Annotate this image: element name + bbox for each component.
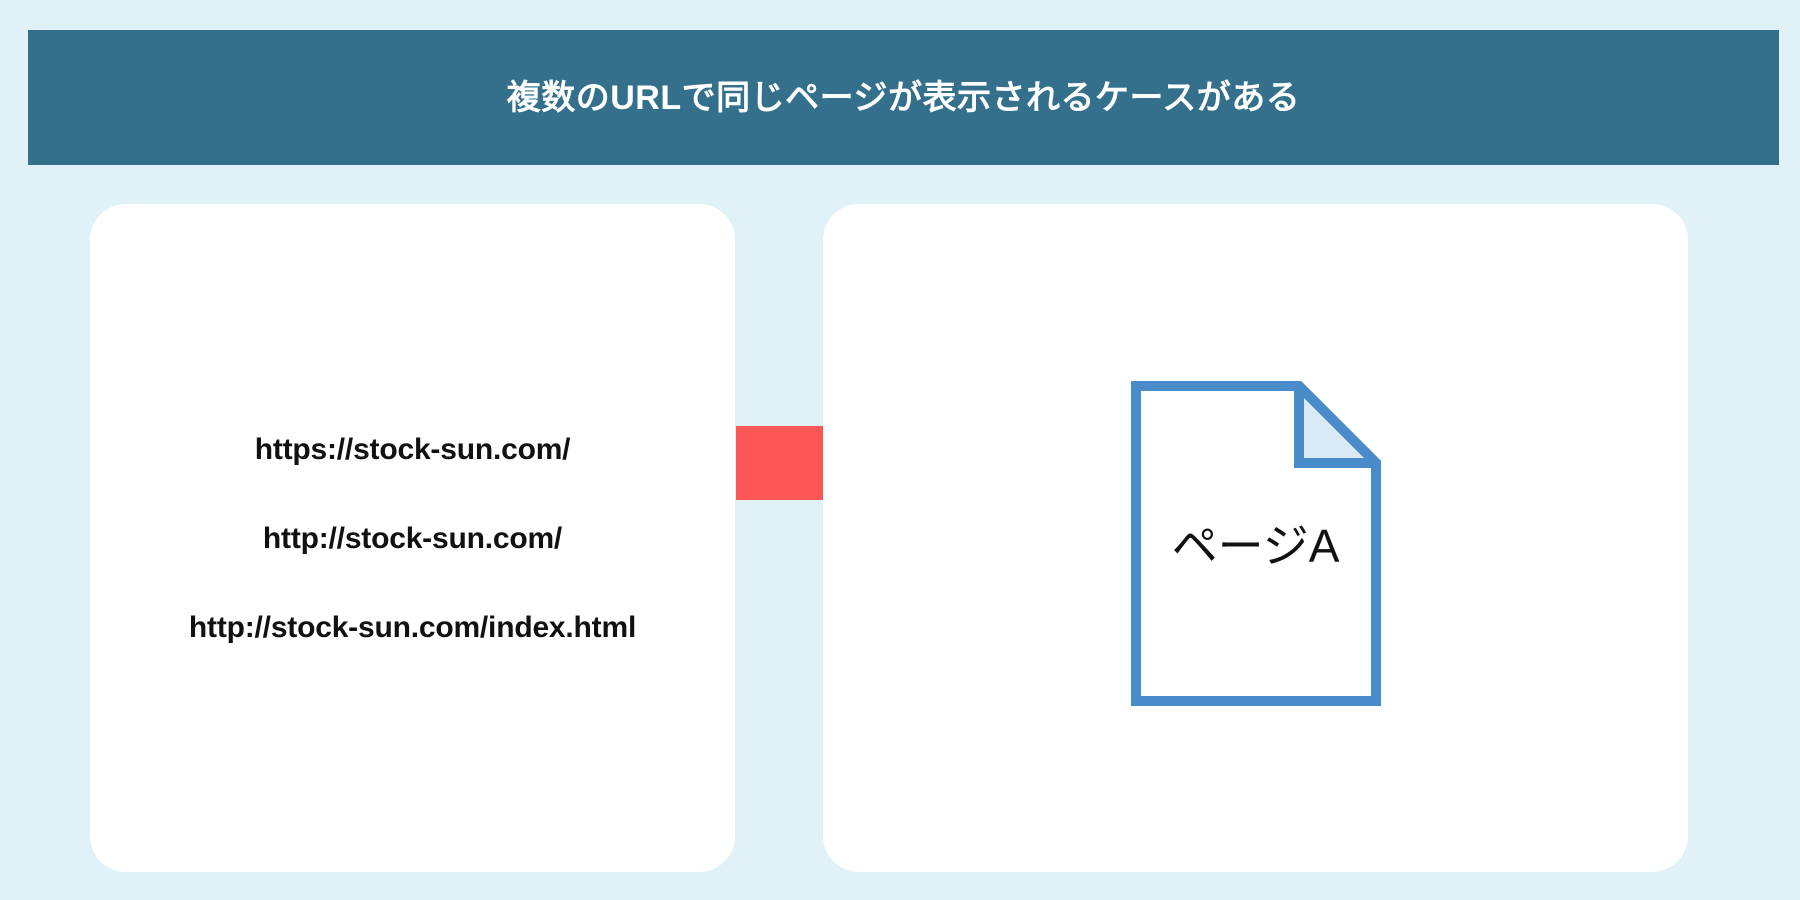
url-item-2: http://stock-sun.com/ xyxy=(262,521,563,555)
url-item-1: https://stock-sun.com/ xyxy=(254,432,571,466)
page-document-card: ページA xyxy=(823,204,1688,872)
url-item-3: http://stock-sun.com/index.html xyxy=(188,610,637,644)
url-list-card: https://stock-sun.com/ http://stock-sun.… xyxy=(90,204,735,872)
header-banner: 複数のURLで同じページが表示されるケースがある xyxy=(28,30,1779,165)
page-title: 複数のURLで同じページが表示されるケースがある xyxy=(506,78,1301,117)
page-document-wrap: ページA xyxy=(823,204,1688,872)
url-list: https://stock-sun.com/ http://stock-sun.… xyxy=(90,204,735,872)
document-page-icon: ページA xyxy=(1130,380,1381,706)
